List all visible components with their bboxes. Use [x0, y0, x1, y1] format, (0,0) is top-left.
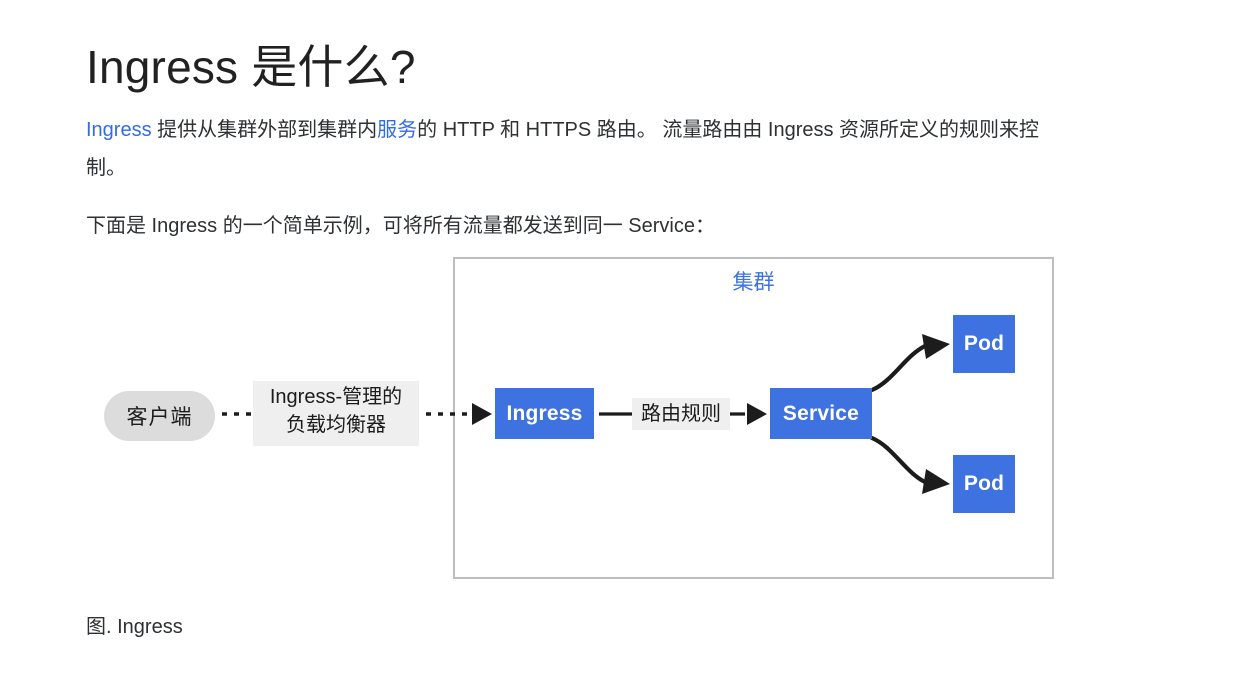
- node-service: Service: [770, 388, 872, 439]
- intro-paragraph: Ingress 提供从集群外部到集群内服务的 HTTP 和 HTTPS 路由。 …: [86, 111, 1066, 187]
- link-service[interactable]: 服务: [377, 119, 418, 141]
- page-title: Ingress 是什么?: [86, 40, 416, 93]
- node-ingress: Ingress: [495, 388, 594, 439]
- arrowhead-service-to-pod-top: [922, 334, 950, 359]
- intro-text-b: 的 HTTP 和 HTTPS 路由。 流量路由由 Ingress 资源所定义的规…: [86, 119, 1040, 179]
- lb-label-line-1: Ingress-管理的: [269, 386, 403, 408]
- node-pod-bottom-label: Pod: [963, 472, 1005, 495]
- intro-text-a: 提供从集群外部到集群内: [151, 119, 378, 141]
- cluster-label: 集群: [732, 271, 775, 294]
- edge-service-to-pod-top: [869, 343, 928, 393]
- node-pod-top-label: Pod: [963, 332, 1005, 355]
- node-pod-top: Pod: [953, 315, 1015, 373]
- arrowhead-client-to-ingress: [472, 403, 492, 425]
- edge-service-to-pod-bottom: [869, 435, 928, 485]
- node-pod-bottom: Pod: [953, 455, 1015, 513]
- node-client: 客户端: [104, 391, 215, 441]
- diagram-edges: [222, 334, 950, 494]
- figure-caption: 图. Ingress: [86, 616, 183, 638]
- example-paragraph: 下面是 Ingress 的一个简单示例，可将所有流量都发送到同一 Service…: [86, 215, 715, 237]
- edge-label-routing-rule: 路由规则: [632, 398, 730, 430]
- node-ingress-label: Ingress: [506, 401, 583, 425]
- node-service-label: Service: [782, 401, 860, 425]
- edge-label-load-balancer: Ingress-管理的 负载均衡器: [253, 381, 419, 446]
- link-ingress[interactable]: Ingress: [86, 119, 152, 141]
- arrowhead-ingress-to-service: [747, 403, 767, 425]
- ingress-diagram: 集群 客户端 Ingress-管理的 负载均衡: [0, 248, 1252, 579]
- node-client-label: 客户端: [126, 406, 193, 429]
- lb-label-line-2: 负载均衡器: [286, 414, 386, 436]
- arrowhead-service-to-pod-bottom: [922, 469, 950, 494]
